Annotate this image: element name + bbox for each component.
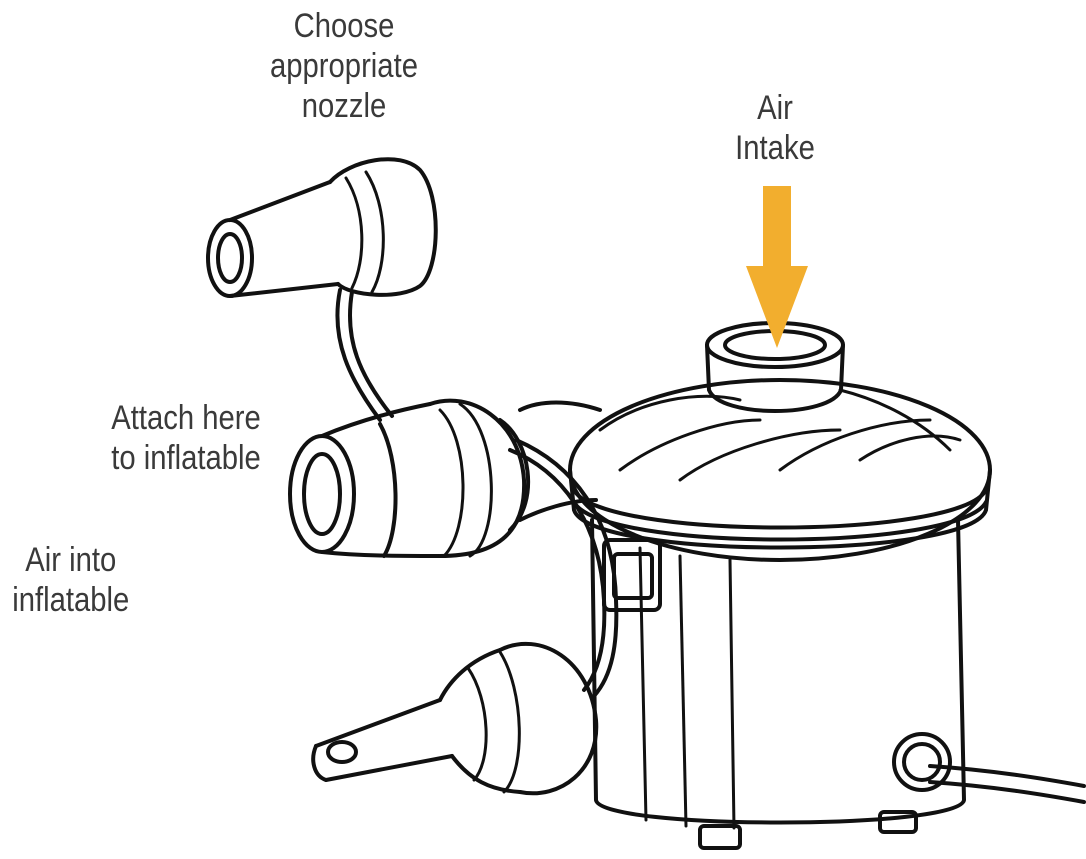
label-choose-nozzle-line1: Choose <box>258 6 430 46</box>
label-attach-here-line1: Attach here <box>100 398 272 438</box>
power-cord <box>930 766 1084 802</box>
label-attach-here-line2: to inflatable <box>100 438 272 478</box>
needle-nozzle <box>313 644 596 793</box>
label-attach-here: Attach here to inflatable <box>100 398 272 478</box>
label-choose-nozzle-line3: nozzle <box>258 86 430 126</box>
label-air-into-inflatable: Air into inflatable <box>2 540 140 620</box>
label-air-intake: Air Intake <box>711 88 840 168</box>
top-nozzle <box>208 159 436 296</box>
attach-nozzle <box>290 401 524 556</box>
label-air-intake-line1: Air <box>711 88 840 128</box>
label-choose-nozzle: Choose appropriate nozzle <box>258 6 430 126</box>
pump-body <box>592 520 964 848</box>
tether-top <box>337 290 380 420</box>
label-choose-nozzle-line2: appropriate <box>258 46 430 86</box>
label-air-into-line2: inflatable <box>2 580 140 620</box>
pump-lid <box>570 380 990 560</box>
label-air-into-line1: Air into <box>2 540 140 580</box>
label-air-intake-line2: Intake <box>711 128 840 168</box>
